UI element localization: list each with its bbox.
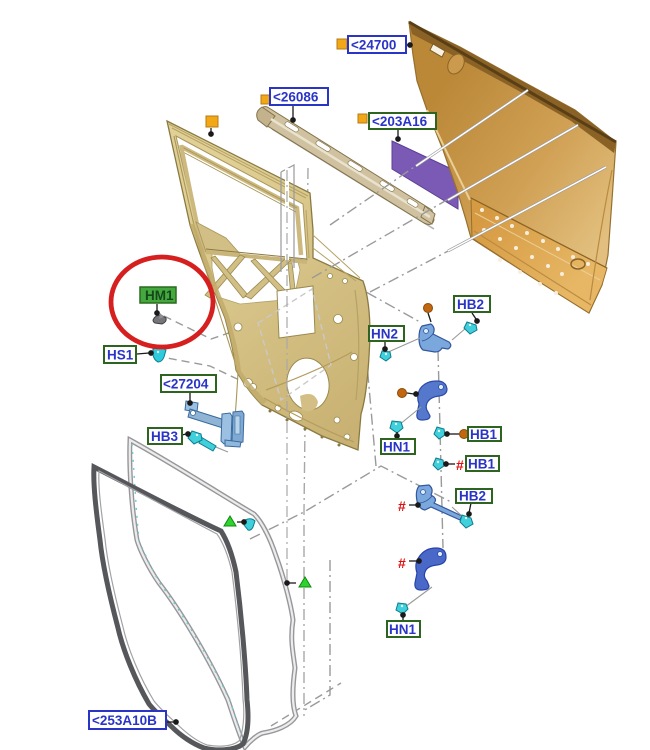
svg-text:HB3: HB3	[151, 429, 178, 444]
svg-text:HB2: HB2	[459, 489, 486, 504]
svg-text:<24700: <24700	[351, 38, 396, 53]
svg-text:#: #	[398, 498, 406, 514]
svg-text:<27204: <27204	[163, 377, 209, 392]
svg-text:HM1: HM1	[145, 288, 174, 303]
svg-text:HB1: HB1	[468, 457, 495, 472]
svg-text:HB1: HB1	[470, 427, 497, 442]
svg-text:HB2: HB2	[457, 297, 484, 312]
svg-text:<26086: <26086	[273, 90, 319, 105]
svg-text:<203A16: <203A16	[372, 114, 428, 129]
svg-text:HN2: HN2	[371, 327, 398, 342]
svg-text:HS1: HS1	[107, 348, 134, 363]
svg-text:HN1: HN1	[389, 622, 416, 637]
svg-text:<253A10B: <253A10B	[92, 713, 157, 728]
svg-text:#: #	[456, 457, 464, 473]
svg-text:HN1: HN1	[383, 440, 410, 455]
svg-text:#: #	[398, 555, 406, 571]
